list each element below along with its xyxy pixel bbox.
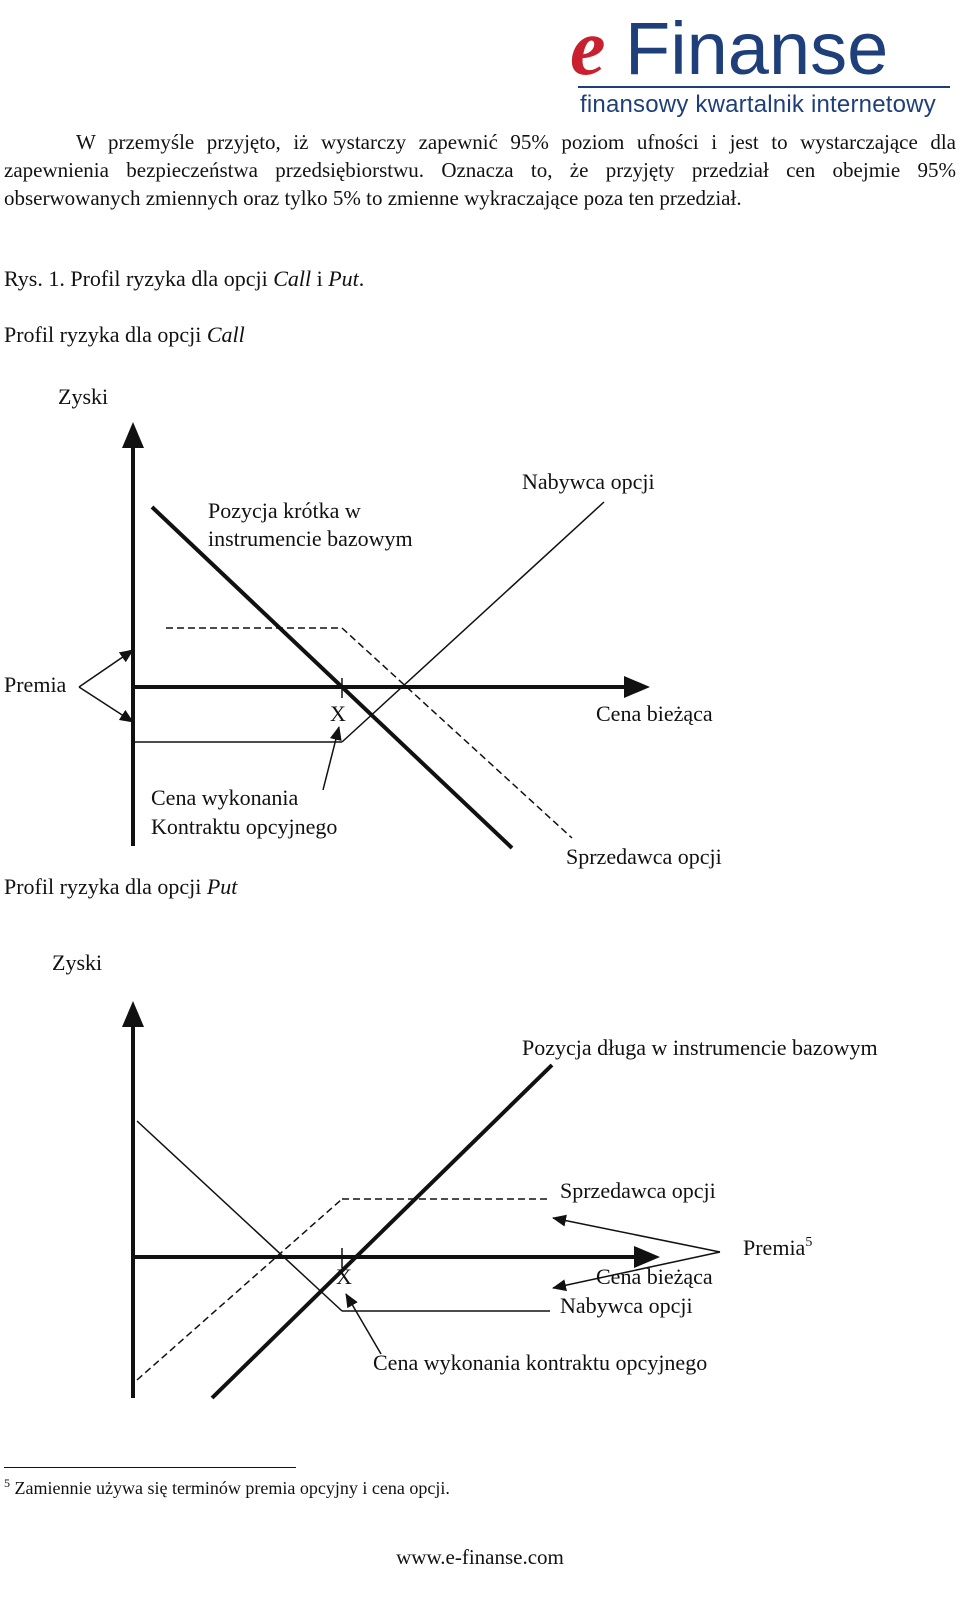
- call-diagram-title: Profil ryzyka dla opcji Call: [4, 322, 245, 348]
- call-diagram: Zyski Pozycja krótka w instrumencie bazo…: [4, 384, 722, 869]
- put-premium-arrow-down: [552, 1251, 721, 1292]
- caption-call: Call: [273, 266, 312, 291]
- put-premium-arrow-up: [552, 1214, 721, 1253]
- put-y-axis-arrow: [122, 1001, 144, 1027]
- call-label-x: X: [330, 701, 346, 726]
- put-buyer-payoff-line: [136, 1120, 343, 1312]
- put-seller-payoff-line: [136, 1198, 343, 1381]
- caption-put: Put: [328, 266, 359, 291]
- logo-tagline: finansowy kwartalnik internetowy: [580, 91, 936, 118]
- footnote-number: 5: [4, 1476, 10, 1490]
- caption-prefix: Rys. 1. Profil ryzyka dla opcji: [4, 266, 274, 291]
- call-short-position-line: [150, 505, 514, 850]
- put-premium-text: Premia: [743, 1235, 806, 1260]
- put-label-strike: Cena wykonania kontraktu opcyjnego: [373, 1350, 707, 1375]
- put-label-seller: Sprzedawca opcji: [560, 1178, 716, 1203]
- call-y-axis-arrow: [122, 422, 144, 448]
- put-diagram: Zyski Pozycja długa w instrumencie bazow…: [52, 950, 878, 1400]
- caption-suffix: .: [358, 266, 365, 291]
- call-title-prefix: Profil ryzyka dla opcji: [4, 322, 207, 347]
- call-x-axis-arrow: [624, 676, 650, 698]
- footnote: 5 Zamiennie używa się terminów premia op…: [4, 1476, 450, 1499]
- put-strike-pointer: [345, 1293, 382, 1355]
- logo-wordmark: Finanse: [625, 7, 889, 90]
- put-label-x: X: [336, 1264, 352, 1289]
- logo-underline: [578, 86, 950, 88]
- caption-mid: i: [311, 266, 329, 291]
- call-seller-payoff-line: [341, 627, 573, 839]
- call-title-italic: Call: [206, 322, 245, 347]
- put-title-italic: Put: [206, 874, 238, 899]
- footer-url: www.e-finanse.com: [396, 1545, 564, 1569]
- call-label-strike-1: Cena wykonania: [151, 785, 298, 810]
- body-paragraph: W przemyśle przyjęto, iż wystarczy zapew…: [4, 128, 956, 212]
- put-premium-footnote-mark: 5: [805, 1235, 812, 1250]
- call-label-strike-2: Kontraktu opcyjnego: [151, 814, 337, 839]
- call-label-seller: Sprzedawca opcji: [566, 844, 722, 869]
- put-diagram-title: Profil ryzyka dla opcji Put: [4, 874, 237, 900]
- put-label-buyer: Nabywca opcji: [560, 1293, 693, 1318]
- call-premium-arrow-up: [78, 649, 134, 688]
- call-premium-arrow-down: [78, 686, 134, 723]
- put-y-axis-label: Zyski: [52, 950, 102, 975]
- put-title-prefix: Profil ryzyka dla opcji: [4, 874, 207, 899]
- put-x-axis-arrow: [634, 1246, 660, 1268]
- footnote-rule: [4, 1467, 296, 1468]
- call-buyer-payoff-line: [341, 501, 605, 743]
- logo-e: e: [570, 4, 606, 92]
- put-label-current-price: Cena bieżąca: [596, 1264, 713, 1289]
- footnote-text: Zamiennie używa się terminów premia opcy…: [10, 1478, 450, 1498]
- call-label-buyer: Nabywca opcji: [522, 469, 655, 494]
- paragraph-text: W przemyśle przyjęto, iż wystarczy zapew…: [4, 130, 956, 210]
- call-y-axis-label: Zyski: [58, 384, 108, 409]
- put-label-premium: Premia5: [743, 1235, 812, 1260]
- call-label-current-price: Cena bieżąca: [596, 701, 713, 726]
- put-long-position-line: [210, 1063, 554, 1400]
- call-label-short-2: instrumencie bazowym: [208, 526, 413, 551]
- call-label-premium: Premia: [4, 672, 67, 697]
- call-strike-pointer: [322, 726, 342, 791]
- figure-caption: Rys. 1. Profil ryzyka dla opcji Call i P…: [4, 266, 364, 292]
- call-label-short-1: Pozycja krótka w: [208, 498, 361, 523]
- put-label-long-position: Pozycja długa w instrumencie bazowym: [522, 1035, 878, 1060]
